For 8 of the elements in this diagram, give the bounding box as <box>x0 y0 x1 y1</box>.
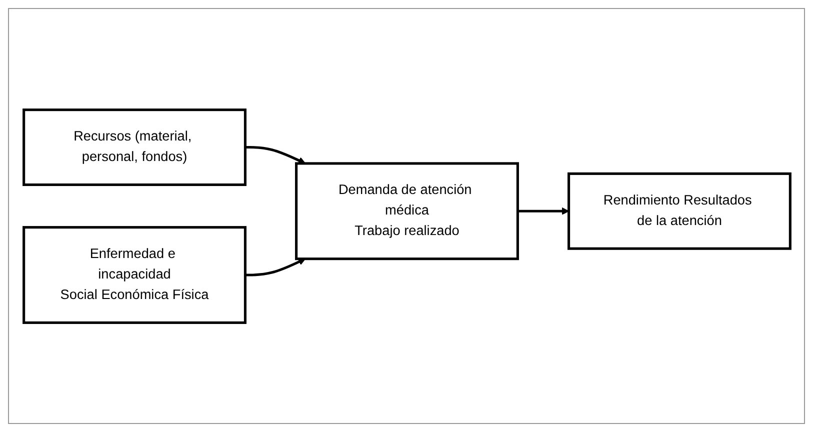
arrow <box>244 146 306 164</box>
arrow <box>244 258 306 276</box>
node-box <box>22 108 246 186</box>
node-box <box>567 172 791 250</box>
arrow <box>517 207 569 215</box>
node-box <box>22 226 246 324</box>
flowchart: Recursos (material, personal, fondos) Enfermedad e incapacidad Social Económica Física Demanda de atención médica Trabajo realizado Rendimiento Resultados de la atención <box>16 102 796 330</box>
node-box <box>294 162 518 260</box>
